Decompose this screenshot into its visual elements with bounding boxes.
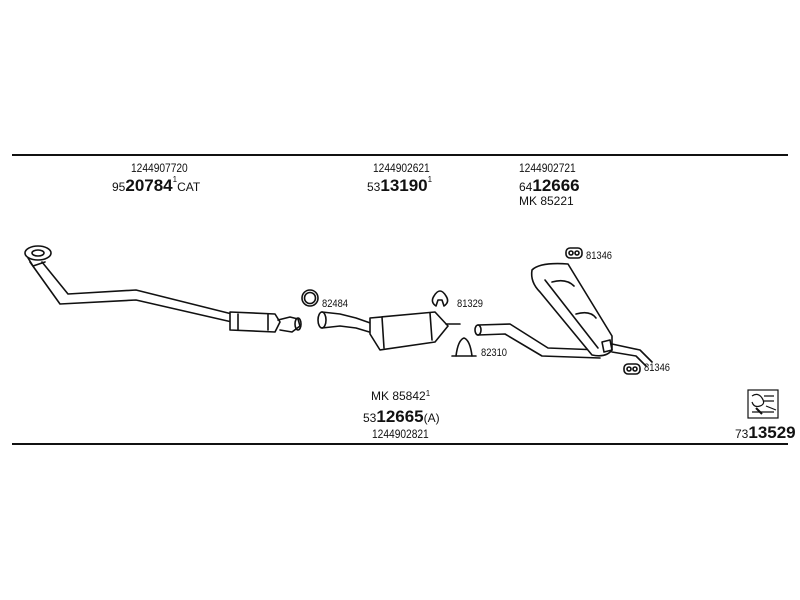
oe-number-center: 1244902821	[372, 427, 429, 441]
part-main: 12665	[376, 407, 424, 426]
kit-number-3: MK 85221	[519, 194, 574, 208]
front-pipe	[24, 245, 233, 323]
part-prefix: 95	[112, 180, 126, 194]
center-pipe-with-converter	[317, 311, 461, 351]
ref-81346-bottom: 81346	[644, 362, 671, 374]
ref-82310: 82310	[481, 347, 508, 359]
part-main: 13190	[380, 176, 428, 195]
ref-81329: 81329	[457, 298, 484, 310]
part-main: 20784	[125, 176, 173, 195]
part-suffix: (A)	[423, 411, 440, 425]
oe-number-1: 1244907720	[131, 161, 188, 175]
kit-number-center: MK 858421	[371, 389, 431, 403]
part-prefix: 53	[367, 180, 381, 194]
part-number-center: 5312665(A)	[363, 408, 440, 425]
part-number-2: 53131901	[367, 175, 433, 195]
rubber-hanger	[431, 290, 449, 307]
ref-82484: 82484	[322, 298, 349, 310]
part-suffix: CAT	[177, 180, 201, 194]
muffler-hanger-top	[565, 247, 583, 259]
gasket-ring	[301, 289, 319, 307]
part-number-3: 6412666	[519, 177, 580, 194]
bottom-rule	[12, 443, 788, 445]
ref-81346-top: 81346	[586, 250, 613, 262]
catalog-prefix: 73	[735, 427, 749, 441]
part-prefix: 53	[363, 411, 377, 425]
front-catalytic-converter	[229, 311, 302, 333]
kit-mark: 1	[425, 389, 431, 398]
muffler-hanger-bottom	[623, 363, 641, 375]
catalog-icon	[747, 389, 779, 419]
exhaust-clamp	[451, 337, 477, 357]
part-prefix: 64	[519, 180, 533, 194]
oe-number-3: 1244902721	[519, 161, 576, 175]
top-rule	[12, 154, 788, 156]
part-mark: 1	[427, 175, 433, 184]
part-main: 12666	[532, 176, 580, 195]
rear-muffler	[530, 262, 653, 367]
part-number-1: 95207841CAT	[112, 175, 201, 195]
kit-label: MK 85842	[371, 389, 426, 403]
oe-number-2: 1244902621	[373, 161, 430, 175]
catalog-main: 13529	[748, 423, 796, 442]
intermediate-pipe	[474, 323, 601, 359]
catalog-number: 7313529	[735, 424, 796, 441]
